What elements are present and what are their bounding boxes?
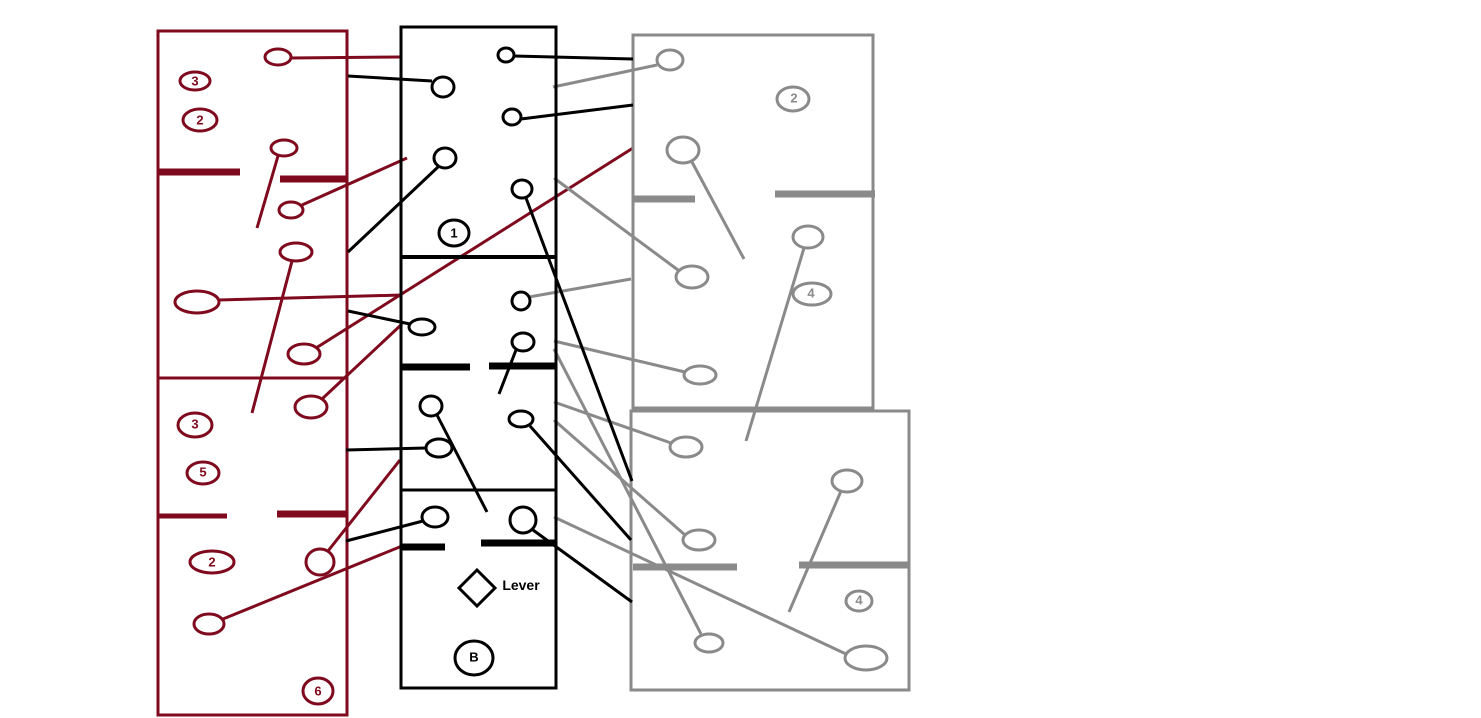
black-link (532, 528, 633, 604)
maroon-label-ring (188, 549, 236, 575)
maroon-link (326, 459, 402, 552)
black-building (345, 25, 634, 690)
gray-link (552, 348, 703, 635)
black-node (510, 290, 532, 312)
black-node (418, 394, 444, 418)
black-label: B (469, 650, 478, 665)
maroon-label: 3 (191, 417, 198, 432)
gray-link (528, 277, 632, 299)
black-link (346, 165, 440, 254)
black-node (407, 317, 437, 337)
gray-node (668, 435, 704, 459)
maroon-node (192, 612, 226, 636)
gray-link (690, 161, 746, 260)
gray-label: 4 (855, 593, 863, 608)
black-node (496, 46, 516, 64)
maroon-node (304, 547, 336, 577)
maroon-label: 2 (208, 555, 215, 570)
black-node (507, 409, 535, 429)
maroon-node (293, 394, 329, 420)
maroon-link (290, 55, 401, 60)
gray-node (791, 224, 825, 250)
maroon-label: 2 (196, 113, 203, 128)
gray-node (693, 632, 725, 654)
gray-node (830, 468, 864, 494)
maroon-link (222, 544, 403, 621)
maroon-outline (156, 29, 349, 717)
maroon-node (173, 289, 221, 315)
black-link (347, 74, 433, 83)
maroon-link (320, 322, 404, 401)
maroon-label-ring (178, 70, 212, 92)
maroon-label-ring (176, 411, 214, 439)
gray-link (553, 400, 672, 445)
lever-label: Lever (502, 577, 540, 593)
gray-label: 4 (807, 286, 815, 301)
black-node (508, 505, 538, 535)
gray-upper-outline (631, 33, 875, 410)
black-node (420, 505, 450, 529)
black-link (347, 309, 411, 326)
black-node (501, 107, 523, 127)
gray-node (674, 264, 710, 290)
maroon-node (277, 200, 305, 220)
gray-link (787, 490, 843, 613)
lever-icon (456, 567, 498, 609)
gray-label-ring (775, 85, 811, 113)
black-link (528, 425, 633, 541)
gray-node (665, 135, 701, 165)
black-link (345, 519, 424, 543)
gray-lower-outline (629, 409, 911, 692)
gray-node (843, 644, 889, 672)
black-link (497, 349, 518, 395)
black-node (432, 146, 458, 170)
maroon-label-ring (301, 676, 335, 706)
black-link (520, 103, 634, 121)
gray-node (681, 528, 717, 552)
maroon-label: 6 (314, 684, 321, 699)
maroon-link (218, 293, 403, 302)
black-link (345, 446, 427, 452)
maroon-link (301, 156, 408, 207)
gray-label: 2 (790, 91, 797, 106)
gray-link (553, 339, 686, 374)
maroon-label: 5 (199, 465, 206, 480)
black-label-ring (453, 639, 495, 677)
black-link (513, 54, 634, 61)
gray-building (528, 33, 911, 692)
maroon-node (269, 138, 299, 158)
black-node (424, 437, 454, 459)
maroon-node (286, 342, 322, 366)
gray-node (655, 48, 685, 72)
maroon-link (255, 155, 280, 229)
gray-label-ring (791, 281, 833, 307)
maroon-node (263, 47, 293, 67)
maroon-building (156, 29, 634, 717)
maroon-label: 3 (191, 74, 198, 89)
black-outline (399, 25, 558, 690)
black-node (510, 331, 536, 353)
gray-link (744, 247, 806, 442)
gray-link (552, 63, 658, 89)
gray-label-ring (844, 589, 874, 613)
gray-link (553, 515, 847, 656)
black-link (435, 414, 489, 513)
maroon-label-ring (185, 460, 221, 486)
gray-node (682, 364, 718, 386)
black-label: 1 (450, 226, 457, 241)
maroon-link (250, 260, 294, 414)
maroon-node (278, 241, 314, 263)
black-label-ring (437, 218, 471, 248)
black-link (524, 197, 634, 482)
gray-link (553, 176, 679, 272)
maroon-label-ring (181, 107, 219, 133)
black-node (510, 178, 534, 200)
black-node (430, 75, 456, 99)
